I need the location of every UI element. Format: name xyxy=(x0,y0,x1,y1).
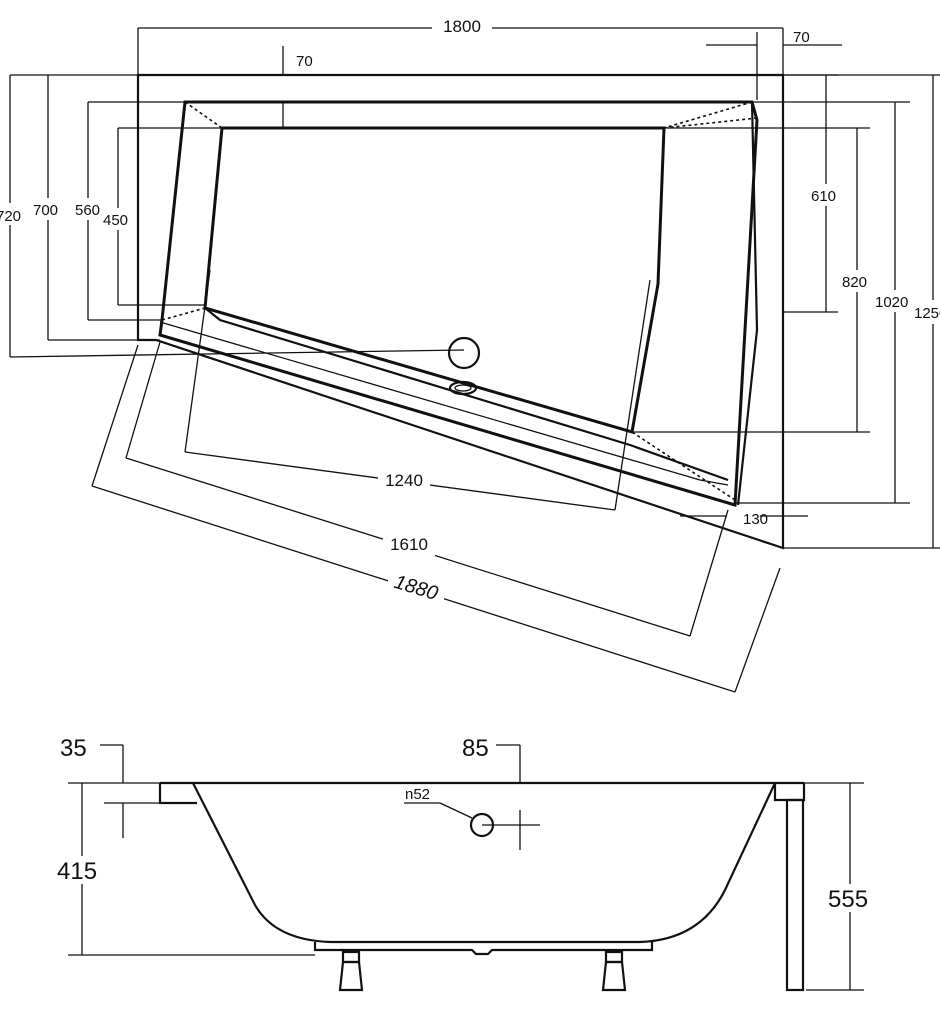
label-n52: n52 xyxy=(405,786,430,803)
drain-ellipse xyxy=(448,380,478,396)
label-560: 560 xyxy=(75,202,100,219)
foot-left xyxy=(338,950,364,992)
side-panel xyxy=(785,798,805,992)
chamfer-br xyxy=(631,431,736,501)
chamfer-bl xyxy=(161,307,206,321)
label-1610: 1610 xyxy=(390,535,428,554)
basin-edge-line xyxy=(159,321,729,486)
label-35: 35 xyxy=(60,735,87,762)
label-610: 610 xyxy=(811,188,836,205)
label-1800: 1800 xyxy=(443,17,481,36)
foot-right xyxy=(601,950,627,992)
label-70-top: 70 xyxy=(296,53,313,70)
tub-rim-outline xyxy=(158,100,759,507)
panel-top xyxy=(773,783,806,802)
tub-body-profile xyxy=(192,782,776,944)
label-85: 85 xyxy=(462,735,489,762)
side-panel-inner xyxy=(630,127,666,433)
label-1240: 1240 xyxy=(385,471,423,490)
side-view: n52 35 85 415 555 xyxy=(55,735,876,992)
rim-left-block xyxy=(158,783,197,805)
label-820: 820 xyxy=(842,274,867,291)
chamfer-r xyxy=(663,117,758,129)
side-panel-line xyxy=(736,101,759,506)
label-130: 130 xyxy=(743,511,768,528)
label-450: 450 xyxy=(103,212,128,229)
label-70-right: 70 xyxy=(793,29,810,46)
label-1020: 1020 xyxy=(875,294,908,311)
drain-ellipse-inner xyxy=(454,384,472,392)
overflow-circle xyxy=(447,336,481,370)
top-view: 1800 70 70 720 700 560 450 xyxy=(0,14,940,693)
label-555: 555 xyxy=(828,886,868,913)
label-700: 700 xyxy=(33,202,58,219)
chamfer-tl xyxy=(184,101,223,129)
tub-outer-outline xyxy=(136,73,785,550)
label-1250: 1250 xyxy=(914,305,940,322)
label-415: 415 xyxy=(57,858,97,885)
chamfer-tr xyxy=(663,101,753,129)
base-plate xyxy=(313,942,654,956)
label-720: 720 xyxy=(0,208,21,225)
